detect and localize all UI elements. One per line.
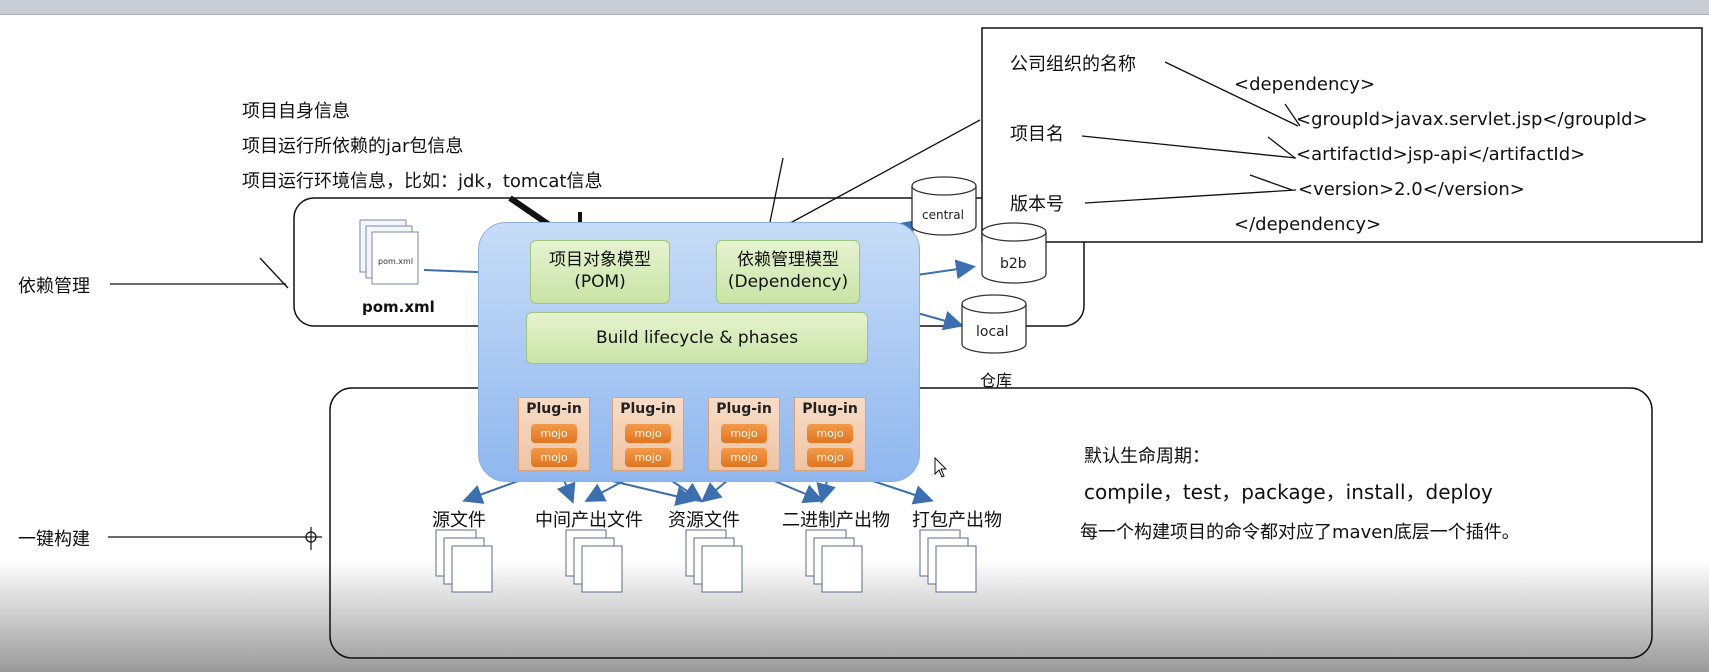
mojo-chip: mojo bbox=[625, 424, 671, 443]
repo-warehouse-label: 仓库 bbox=[980, 371, 1013, 390]
file-stack-icon bbox=[685, 529, 743, 593]
mojo-chip: mojo bbox=[625, 448, 671, 467]
plugin-label: Plug-in bbox=[620, 401, 676, 417]
lifecycle-plugin-note: 每一个构建项目的命令都对应了maven底层一个插件。 bbox=[1080, 522, 1520, 543]
plugin-block-1: Plug-in mojo mojo bbox=[518, 397, 590, 471]
pom-info-line3: 项目运行环境信息，比如：jdk，tomcat信息 bbox=[242, 171, 603, 192]
plugin-block-3: Plug-in mojo mojo bbox=[708, 397, 780, 471]
dependency-model-box: 依赖管理模型 (Dependency) bbox=[716, 240, 860, 304]
pom-file-icon bbox=[359, 219, 419, 285]
mojo-chip: mojo bbox=[807, 424, 853, 443]
pom-file-label: pom.xml bbox=[362, 298, 435, 316]
central-repo-icon bbox=[911, 176, 977, 236]
pom-info-line1: 项目自身信息 bbox=[242, 101, 350, 122]
output-label-4: 二进制产出物 bbox=[782, 510, 890, 531]
label-one-click-build: 一键构建 bbox=[18, 529, 90, 550]
dep-box-line2: (Dependency) bbox=[727, 272, 849, 292]
mojo-chip: mojo bbox=[807, 448, 853, 467]
callout-group-label: 公司组织的名称 bbox=[1010, 54, 1136, 75]
mojo-chip: mojo bbox=[721, 424, 767, 443]
plugin-block-4: Plug-in mojo mojo bbox=[794, 397, 866, 471]
plugin-label: Plug-in bbox=[802, 401, 858, 417]
mojo-chip: mojo bbox=[531, 424, 577, 443]
output-label-3: 资源文件 bbox=[668, 510, 740, 531]
repo-central-label: central bbox=[922, 208, 964, 222]
repo-local-label: local bbox=[976, 324, 1009, 340]
xml-dependency-open: <dependency> bbox=[1234, 74, 1376, 95]
dep-box-line1: 依赖管理模型 bbox=[737, 250, 839, 270]
xml-group-id: <groupId>javax.servlet.jsp</groupId> bbox=[1296, 109, 1648, 130]
file-stack-icon bbox=[919, 529, 977, 593]
file-stack-icon bbox=[805, 529, 863, 593]
xml-dependency-close: </dependency> bbox=[1234, 214, 1382, 235]
repo-cylinders bbox=[911, 176, 1047, 354]
mojo-chip: mojo bbox=[721, 448, 767, 467]
output-file-icons bbox=[435, 529, 977, 593]
plugin-label: Plug-in bbox=[526, 401, 582, 417]
pom-info-line2: 项目运行所依赖的jar包信息 bbox=[242, 136, 464, 157]
lifecycle-title: 默认生命周期： bbox=[1084, 446, 1210, 467]
callout-version-label: 版本号 bbox=[1010, 194, 1064, 215]
pom-box-line1: 项目对象模型 bbox=[549, 250, 651, 270]
b2b-repo-icon bbox=[981, 222, 1047, 284]
local-repo-icon bbox=[961, 294, 1027, 354]
callout-artifact-label: 项目名 bbox=[1010, 124, 1064, 145]
output-label-1: 源文件 bbox=[432, 510, 486, 531]
repo-b2b-label: b2b bbox=[1000, 256, 1027, 272]
plugin-label: Plug-in bbox=[716, 401, 772, 417]
xml-version: <version>2.0</version> bbox=[1298, 179, 1525, 200]
file-stack-icon bbox=[565, 529, 623, 593]
label-dependency-management: 依赖管理 bbox=[18, 276, 90, 297]
pom-model-box: 项目对象模型 (POM) bbox=[530, 240, 670, 304]
plugin-block-2: Plug-in mojo mojo bbox=[612, 397, 684, 471]
top-toolbar-strip bbox=[0, 0, 1709, 15]
build-lifecycle-bar: Build lifecycle & phases bbox=[526, 312, 868, 364]
build-frame bbox=[329, 387, 1653, 659]
pom-file-icon-text: pom.xml bbox=[378, 257, 414, 266]
mojo-chip: mojo bbox=[531, 448, 577, 467]
output-label-5: 打包产出物 bbox=[912, 510, 1002, 531]
lifecycle-phases: compile，test，package，install，deploy bbox=[1084, 480, 1493, 504]
output-label-2: 中间产出文件 bbox=[535, 510, 643, 531]
file-stack-icon bbox=[435, 529, 493, 593]
callout-frame bbox=[981, 27, 1703, 243]
pom-box-line2: (POM) bbox=[574, 272, 626, 292]
xml-artifact-id: <artifactId>jsp-api</artifactId> bbox=[1296, 144, 1586, 165]
